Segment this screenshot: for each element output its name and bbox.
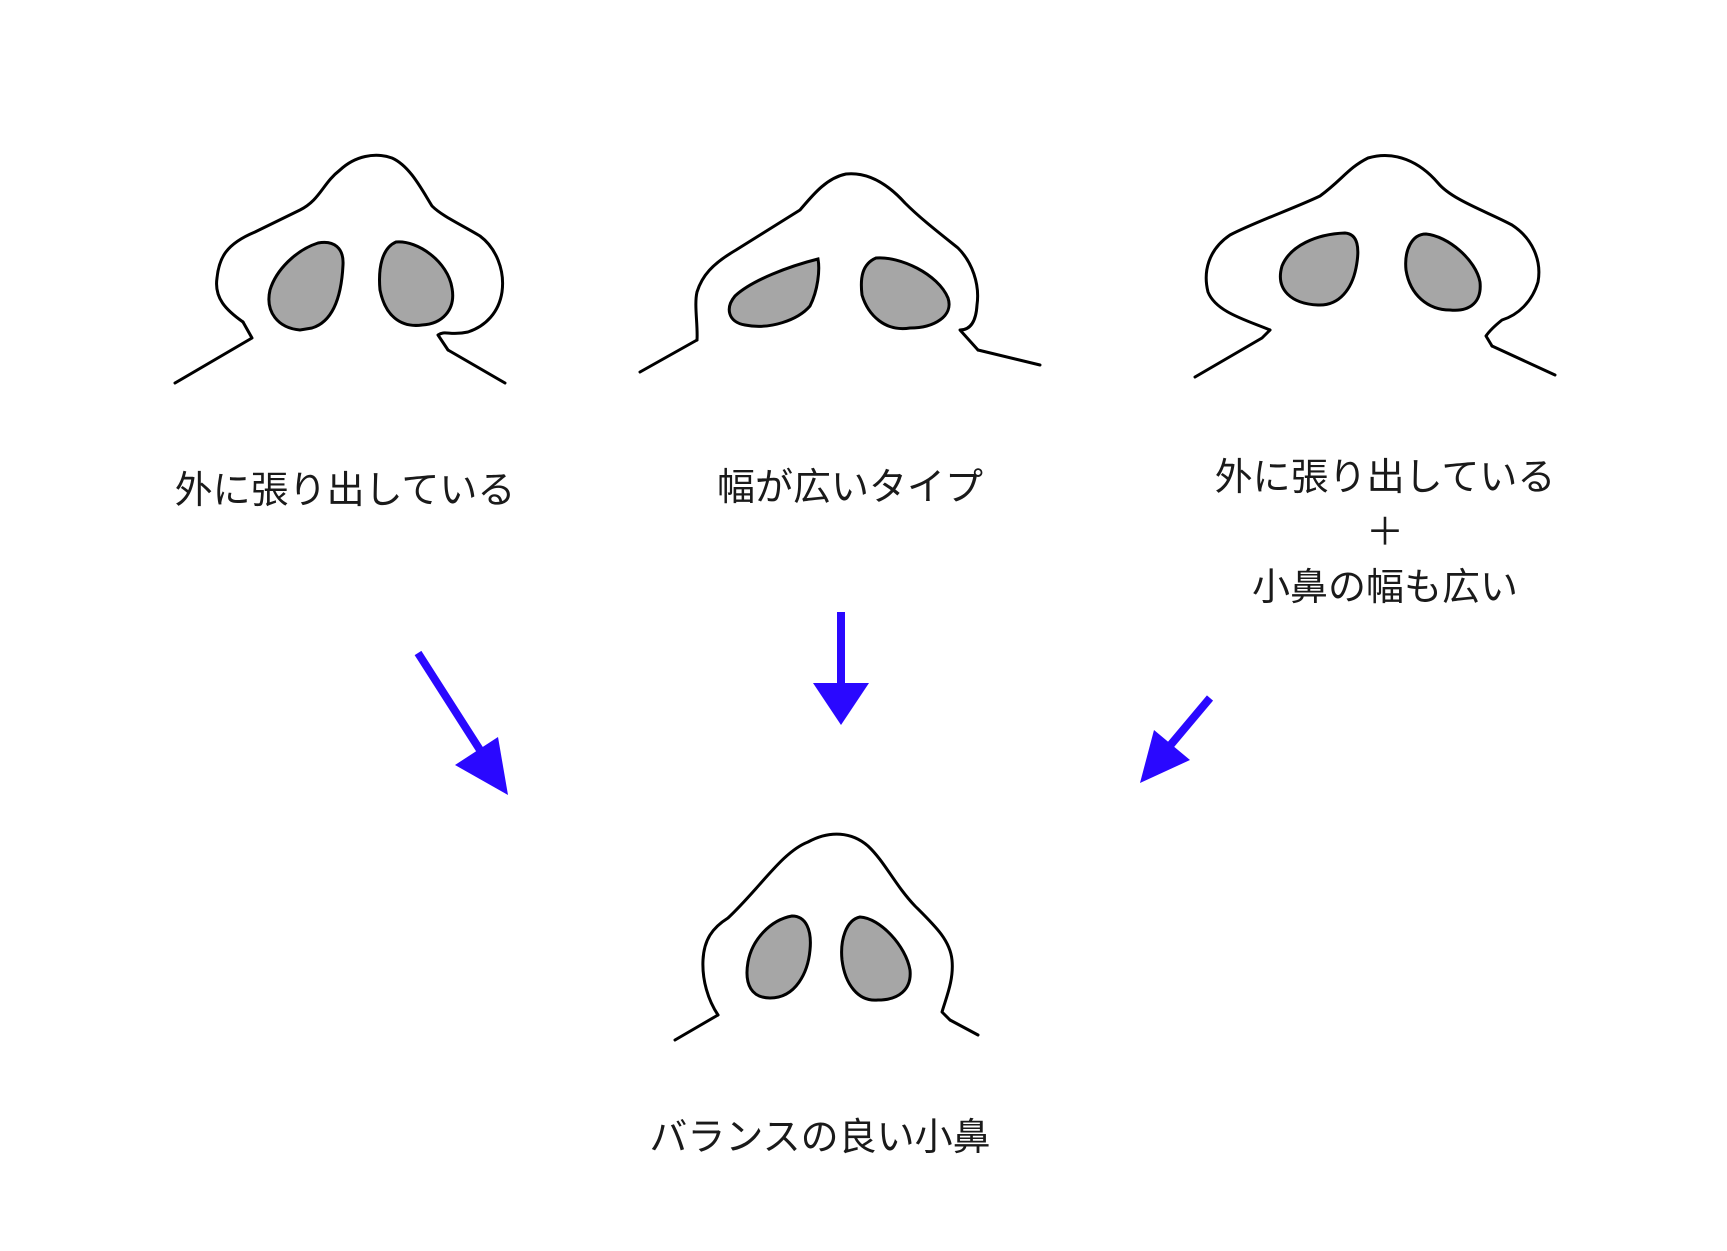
nose-wide-type-right-nostril: [859, 256, 951, 331]
nose-flared-and-wide-right-nostril: [1404, 232, 1482, 312]
arrow-left-diagonal: [414, 650, 508, 795]
arrow-right-diagonal-shaft: [1164, 695, 1214, 751]
nose-balanced: [673, 832, 980, 1042]
nose-flared-and-wide-left-nostril: [1279, 231, 1360, 307]
label-wide-type: 幅が広いタイプ: [716, 465, 983, 509]
arrow-right-diagonal-head: [1140, 730, 1190, 783]
label-flared-and-wide-line3: 小鼻の幅も広い: [1251, 565, 1518, 609]
nose-wide-type-right-cheek: [976, 348, 1042, 367]
nose-flared-outward: [173, 153, 507, 385]
nose-balanced-outline: [701, 832, 954, 1022]
nose-flared-and-wide-outline: [1204, 154, 1541, 348]
label-balanced: バランスの良い小鼻: [649, 1115, 991, 1159]
nose-flared-and-wide-left-cheek: [1193, 328, 1272, 379]
nose-flared-outward-outline: [215, 153, 505, 352]
nose-flared-and-wide-right-cheek: [1490, 344, 1557, 377]
arrow-left-diagonal-shaft: [414, 650, 484, 753]
label-flared-and-wide-line2: ＋: [1365, 510, 1404, 554]
nose-balanced-right-cheek: [948, 1018, 980, 1037]
nose-flared-and-wide: [1193, 154, 1557, 379]
arrow-center-down: [813, 612, 869, 725]
nose-wide-type: [638, 172, 1042, 374]
nose-flared-outward-left-cheek: [173, 320, 254, 385]
nose-balanced-left-cheek: [673, 1013, 720, 1042]
arrow-center-down-head: [813, 683, 869, 725]
arrow-left-diagonal-head: [455, 737, 508, 795]
nose-flared-outward-right-nostril: [378, 240, 455, 327]
nose-balanced-left-nostril: [745, 914, 812, 1000]
label-flared-and-wide-line1: 外に張り出している: [1214, 455, 1556, 499]
nose-wide-type-left-cheek: [638, 338, 699, 374]
nose-balanced-right-nostril: [840, 915, 912, 1002]
nose-flared-outward-left-nostril: [267, 240, 345, 332]
nose-flared-outward-right-cheek: [446, 348, 507, 385]
arrow-right-diagonal: [1140, 695, 1214, 783]
label-flared-outward: 外に張り出している: [174, 468, 516, 512]
nose-wide-type-left-nostril: [727, 257, 821, 328]
